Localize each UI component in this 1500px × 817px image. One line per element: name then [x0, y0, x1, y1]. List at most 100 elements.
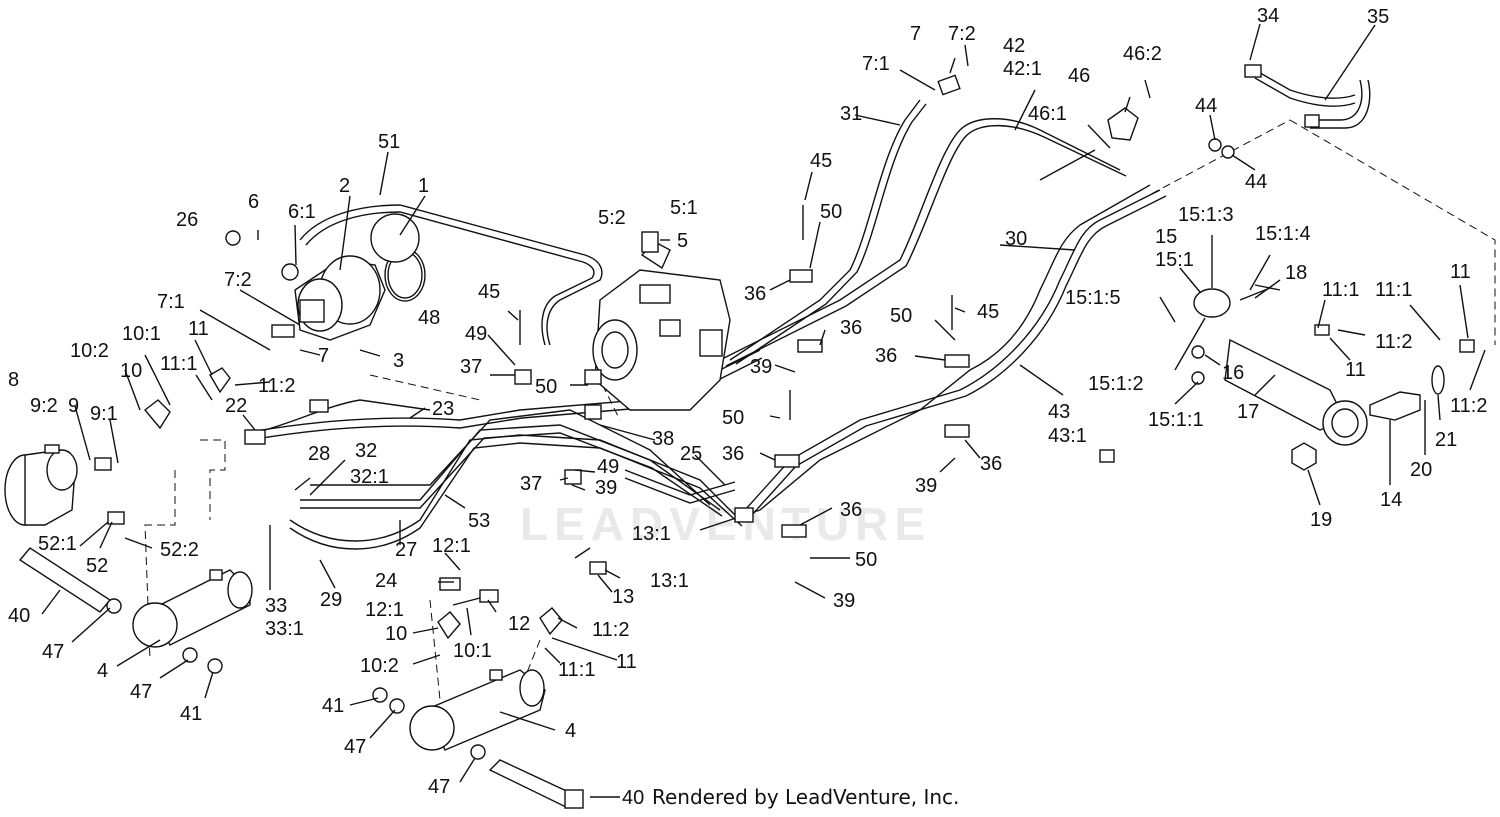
callout-39-d: 39: [595, 477, 617, 499]
callout-7-top: 7: [910, 23, 921, 45]
callout-12: 12: [508, 613, 530, 635]
callout-37-a: 37: [460, 356, 482, 378]
clamp-block: [584, 369, 602, 385]
callout-32-1: 32:1: [350, 466, 389, 488]
callout-7-2-left: 7:2: [224, 269, 252, 291]
callout-4-right: 4: [565, 720, 576, 742]
callout-13-1-b: 13:1: [650, 570, 689, 592]
washer: [1208, 138, 1222, 152]
hose-fitting: [1099, 449, 1115, 463]
callout-12-1-b: 12:1: [365, 599, 404, 621]
callout-42: 42: [1003, 35, 1025, 57]
callout-46: 46: [1068, 65, 1090, 87]
callout-46-2: 46:2: [1123, 43, 1162, 65]
o-ring-small: [281, 263, 299, 281]
callout-50-b: 50: [535, 376, 557, 398]
ball-joint: [1193, 288, 1231, 318]
callout-47-c: 47: [344, 736, 366, 758]
callouts: 51 1 2 3 4 4 5 5:1 5:2 6 6:1 7 7:1 7:2 7…: [8, 5, 1487, 809]
callout-9: 9: [68, 395, 79, 417]
callout-9-2: 9:2: [30, 395, 58, 417]
callout-22: 22: [225, 395, 247, 417]
callout-7-left: 7: [318, 345, 329, 367]
callout-49-b: 49: [597, 456, 619, 478]
callout-18: 18: [1285, 262, 1307, 284]
lift-cylinder-left: [132, 569, 253, 648]
callout-23: 23: [432, 398, 454, 420]
callout-24: 24: [375, 570, 397, 592]
callout-36-d: 36: [980, 453, 1002, 475]
callout-25: 25: [680, 443, 702, 465]
callout-52-1: 52:1: [38, 533, 77, 555]
callout-6-1: 6:1: [288, 201, 316, 223]
callout-36-a: 36: [744, 283, 766, 305]
elbow-fitting-small: [1459, 339, 1475, 353]
hose-fitting: [479, 589, 499, 603]
clamp-block: [584, 404, 602, 420]
callout-10-left: 10: [120, 360, 142, 382]
callout-50-a: 50: [820, 201, 842, 223]
callout-15-1-2: 15:1:2: [1088, 373, 1144, 395]
pivot-pin-right: [488, 759, 576, 809]
callout-15: 15: [1155, 226, 1177, 248]
callout-45-c: 45: [977, 301, 999, 323]
callout-47-b: 47: [130, 681, 152, 703]
callout-15-1-3: 15:1:3: [1178, 204, 1234, 226]
hoses-and-tubes: [249, 69, 1371, 550]
callout-11-2-c: 11:2: [1375, 331, 1412, 353]
callout-49-a: 49: [465, 323, 487, 345]
leader-lines: [41, 23, 1486, 798]
callout-11-b: 11: [616, 651, 637, 673]
callout-12-1-a: 12:1: [432, 535, 471, 557]
clamp-bracket: [944, 354, 970, 368]
callout-11-2-a: 11:2: [258, 375, 295, 397]
callout-43-1: 43:1: [1048, 425, 1087, 447]
callout-41-a: 41: [180, 703, 202, 725]
washer: [470, 744, 486, 760]
callout-53: 53: [468, 510, 490, 532]
hose-fitting: [439, 577, 461, 591]
callout-36-f: 36: [840, 499, 862, 521]
elbow-fitting: [143, 399, 171, 430]
callout-21: 21: [1435, 429, 1457, 451]
washer: [106, 598, 122, 614]
callout-15-1-1: 15:1:1: [1148, 409, 1204, 431]
callout-11-1-a: 11:1: [160, 353, 197, 375]
callout-36-e: 36: [722, 443, 744, 465]
callout-50-c: 50: [890, 305, 912, 327]
cylinder-rod-end: [1369, 391, 1421, 421]
clamp-block: [514, 369, 532, 385]
callout-11-1-c: 11:1: [1322, 279, 1359, 301]
clamp-bracket: [789, 269, 813, 283]
callout-15-1-4: 15:1:4: [1255, 223, 1311, 245]
callout-2: 2: [339, 175, 350, 197]
callout-50-d: 50: [722, 407, 744, 429]
callout-14: 14: [1380, 489, 1402, 511]
callout-28: 28: [308, 443, 330, 465]
hose-fitting: [244, 429, 266, 445]
callout-44-b: 44: [1245, 171, 1267, 193]
callout-11-a: 11: [188, 318, 209, 340]
callout-11-2-b: 11:2: [592, 619, 629, 641]
steering-cylinder: [1224, 338, 1368, 446]
elbow-fitting: [107, 511, 125, 525]
callout-46-1: 46:1: [1028, 103, 1067, 125]
callout-41-b: 41: [322, 695, 344, 717]
callout-15-1-5: 15:1:5: [1065, 287, 1121, 309]
callout-11-d: 11: [1450, 261, 1471, 283]
elbow-fitting: [437, 611, 461, 640]
washer: [182, 647, 198, 663]
callout-7-2-top: 7:2: [948, 23, 976, 45]
callout-44-a: 44: [1195, 95, 1217, 117]
elbow-fitting: [539, 607, 563, 636]
hose-fitting: [589, 561, 607, 575]
callout-36-b: 36: [840, 317, 862, 339]
callout-47-d: 47: [428, 776, 450, 798]
callout-5: 5: [677, 230, 688, 252]
gear-pump: [294, 248, 426, 341]
hose-fitting: [309, 399, 329, 413]
callout-5-1: 5:1: [670, 197, 698, 219]
steering-motor: [4, 444, 78, 526]
callout-11-2-d: 11:2: [1450, 395, 1487, 417]
